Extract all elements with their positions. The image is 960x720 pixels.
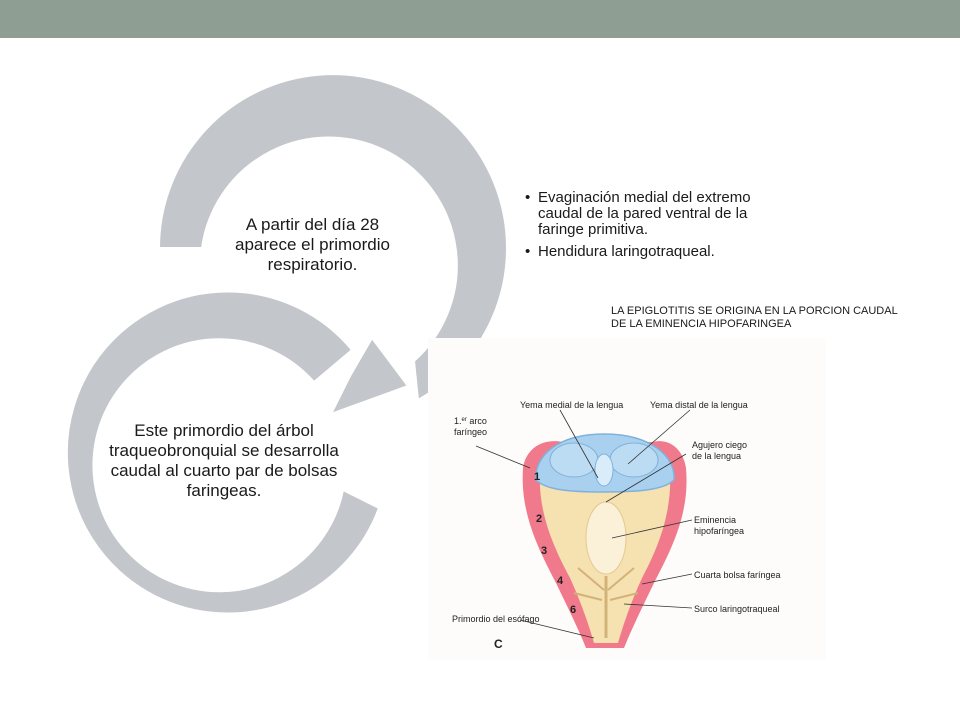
lateral-tongue-right bbox=[609, 442, 659, 478]
label-cuarta-bolsa: Cuarta bolsa faríngea bbox=[694, 570, 781, 580]
label-yema-medial: Yema medial de la lengua bbox=[520, 400, 623, 410]
arch-number: 2 bbox=[536, 513, 542, 525]
lateral-tongue-left bbox=[549, 442, 599, 478]
label-primordio: Primordio del esófago bbox=[452, 614, 540, 624]
label-first-arch: 1.er arco bbox=[454, 416, 487, 426]
label-surco: Surco laringotraqueal bbox=[694, 604, 780, 614]
label-first-arch-2: faríngeo bbox=[454, 427, 487, 437]
arch-number: 3 bbox=[541, 545, 547, 557]
top-bar bbox=[0, 0, 960, 38]
label-agujero-2: de la lengua bbox=[692, 451, 741, 461]
panel-letter: C bbox=[494, 637, 503, 651]
arch-number: 4 bbox=[557, 575, 564, 587]
bullet-list: Evaginación medial del extremo caudal de… bbox=[525, 190, 765, 266]
cycle-step-2-text: Este primordio del árbol traqueobronquia… bbox=[109, 421, 339, 500]
epiglottis-note: LA EPIGLOTITIS SE ORIGINA EN LA PORCION … bbox=[611, 305, 898, 330]
label-eminencia-2: hipofaríngea bbox=[694, 526, 744, 536]
arch-number: 6 bbox=[570, 604, 576, 616]
hypopharyngeal-eminence bbox=[585, 501, 627, 575]
bullet-item: Hendidura laringotraqueal. bbox=[525, 244, 765, 261]
label-agujero-1: Agujero ciego bbox=[692, 440, 747, 450]
pharynx-figure: 1 2 3 4 6 1.er arco faríngeo Yema medial… bbox=[428, 338, 826, 660]
label-yema-distal: Yema distal de la lengua bbox=[650, 400, 748, 410]
median-tongue-bud bbox=[594, 453, 614, 487]
cycle-arc-bottom bbox=[65, 290, 381, 615]
cycle-arrow bbox=[328, 336, 410, 416]
cycle-step-1-text: A partir del día 28 aparece el primordio… bbox=[235, 215, 390, 274]
bullet-item: Evaginación medial del extremo caudal de… bbox=[525, 190, 765, 238]
arch-number: 1 bbox=[534, 471, 540, 483]
label-eminencia-1: Eminencia bbox=[694, 515, 736, 525]
